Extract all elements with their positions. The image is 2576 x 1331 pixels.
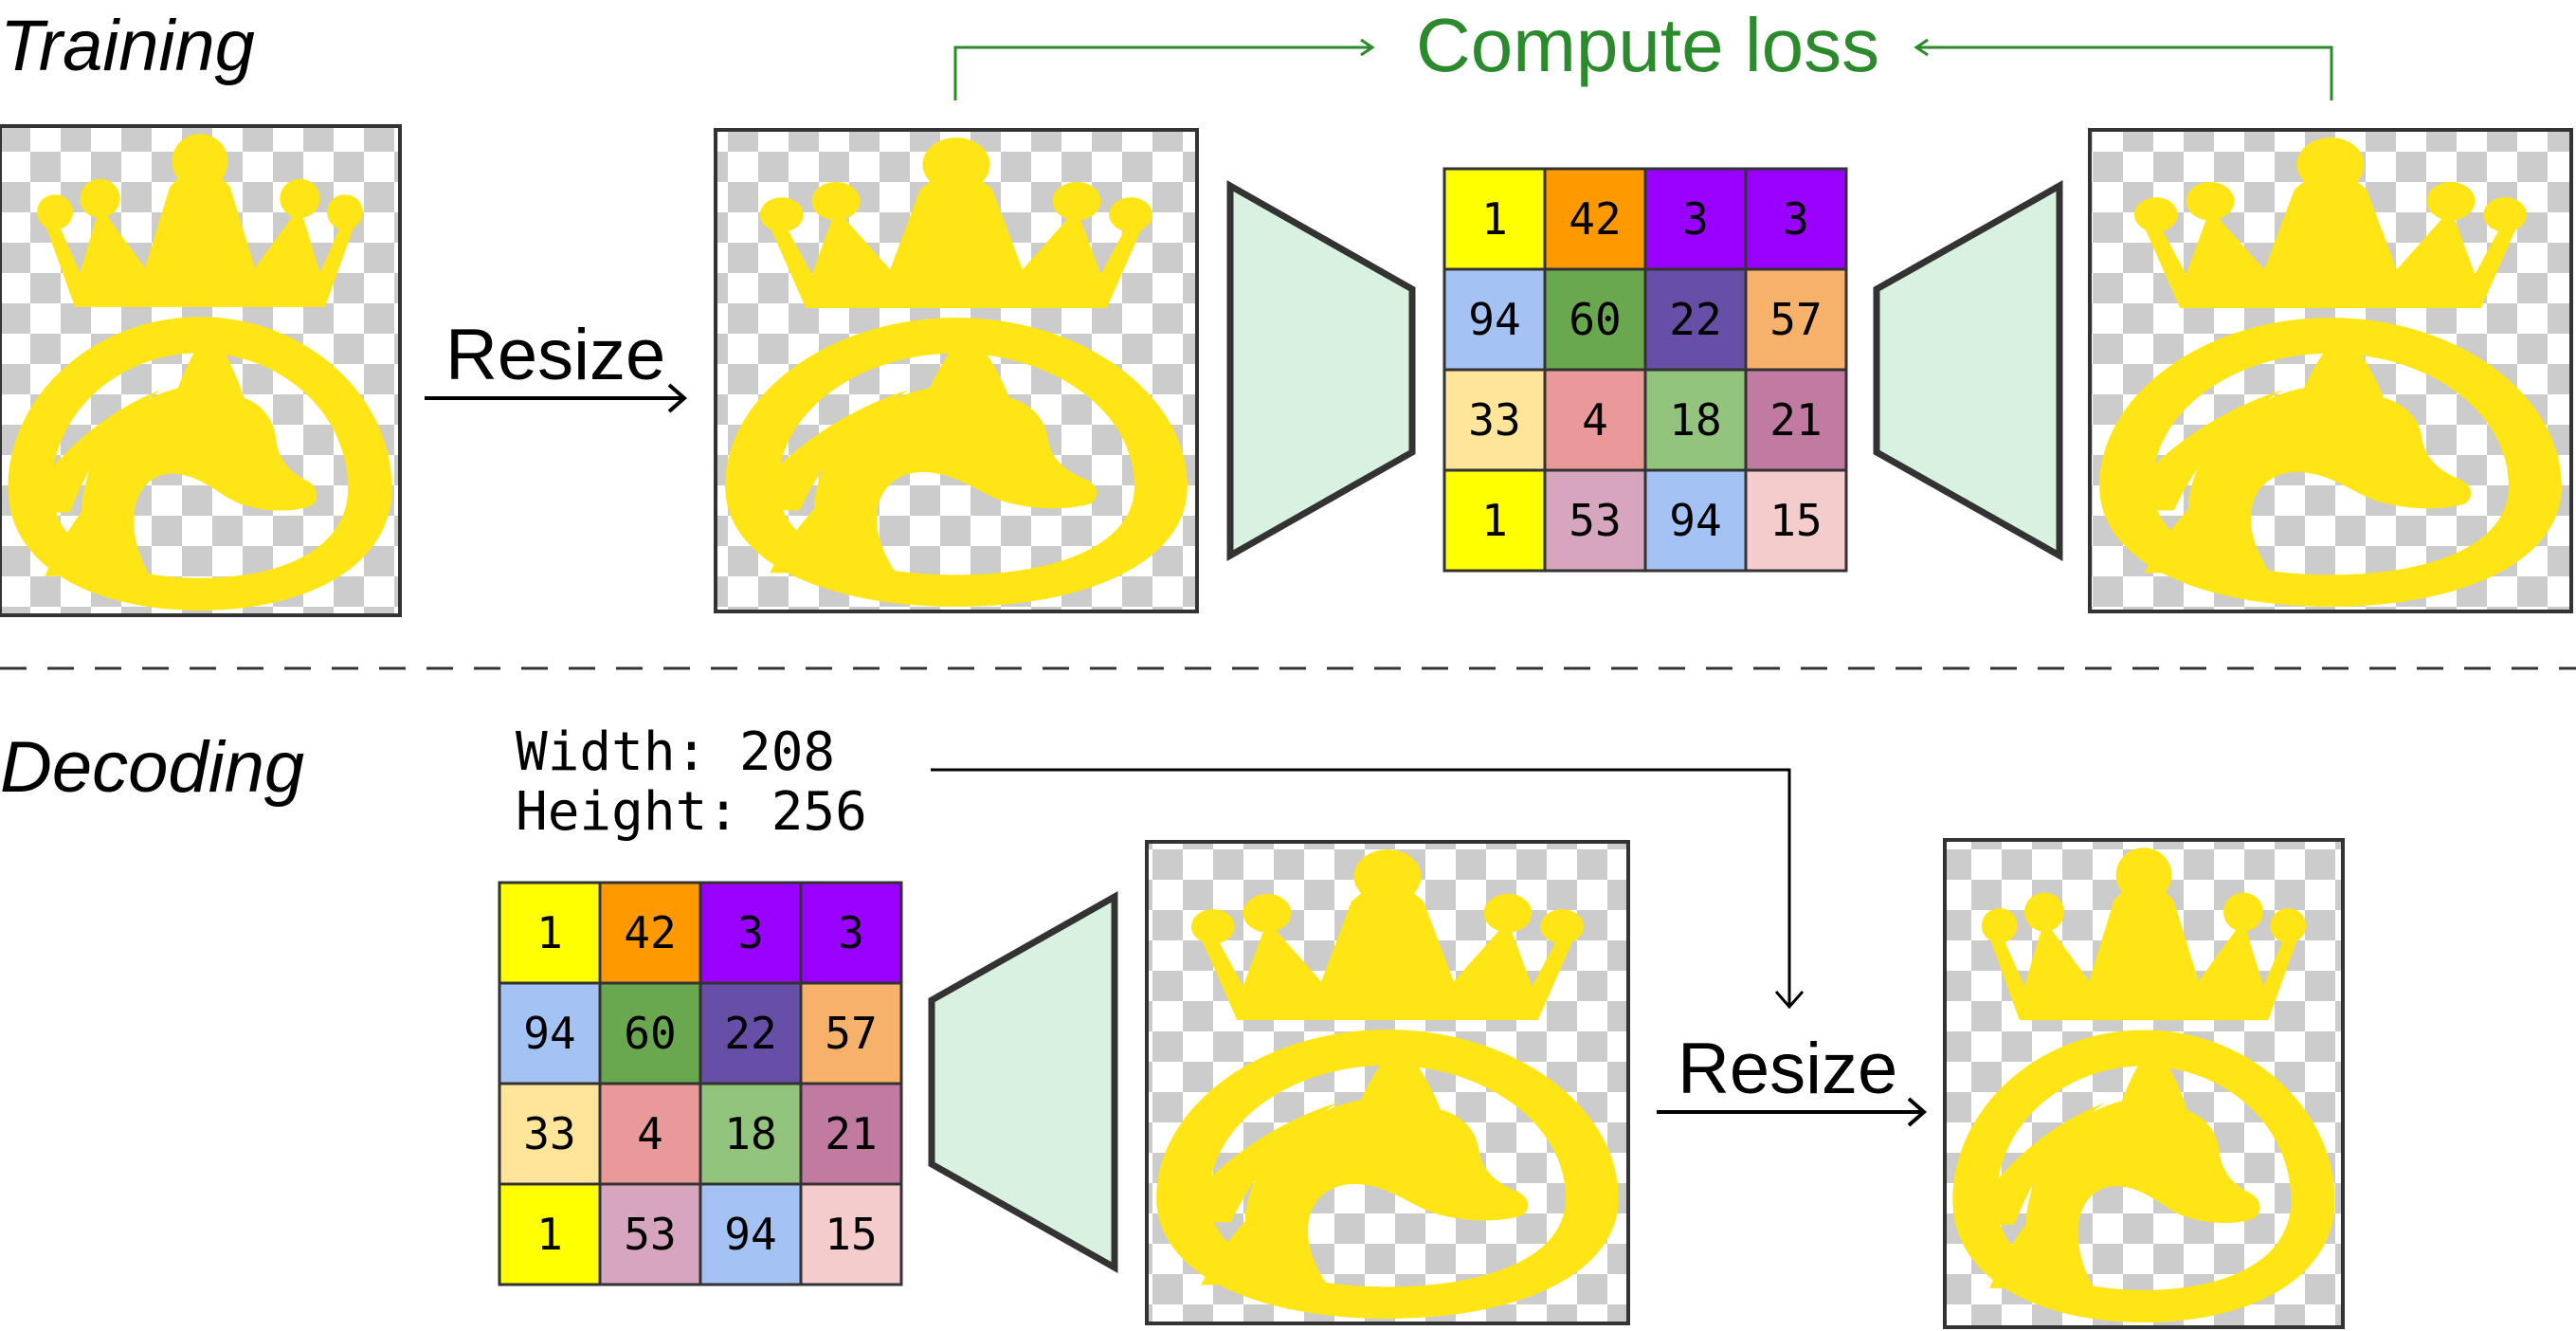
training-token-cell <box>1442 267 1547 372</box>
decoding-token-cell <box>498 881 602 985</box>
decoding-token-cell-value: 60 <box>624 1008 676 1059</box>
training-token-cell-value: 3 <box>1682 193 1709 245</box>
training-token-cell-value: 18 <box>1669 394 1721 446</box>
decoding-token-cell <box>598 881 702 985</box>
decoding-token-cell-value: 1 <box>536 907 563 958</box>
training-token-cell-value: 4 <box>1582 394 1608 446</box>
training-token-cell-value: 15 <box>1769 495 1822 546</box>
height-readout: Height: 256 <box>516 781 867 843</box>
decoding-resize-arrow <box>1657 1097 1928 1127</box>
decoding-token-cell-value: 94 <box>523 1008 575 1059</box>
decoding-token-cell <box>498 1182 602 1286</box>
decoding-token-cell <box>799 1082 903 1186</box>
training-resize-arrow <box>425 383 688 413</box>
decoding-token-cell-value: 33 <box>523 1108 575 1159</box>
compute-loss-label: Compute loss <box>1416 3 1879 87</box>
training-token-cell <box>1744 167 1848 271</box>
loss-bracket <box>953 38 2333 100</box>
decoder-trapezoid-icon <box>1873 180 2063 561</box>
training-reconstructed-image <box>2088 128 2573 613</box>
decoding-token-cell-value: 21 <box>825 1108 877 1159</box>
training-token-cell-value: 21 <box>1769 394 1822 446</box>
decoding-token-cell-value: 94 <box>724 1209 776 1260</box>
training-token-cell <box>1442 468 1547 573</box>
training-token-cell <box>1442 167 1547 271</box>
training-token-cell-value: 22 <box>1669 294 1721 345</box>
decoding-token-cell <box>698 981 803 1085</box>
decoding-token-cell-value: 1 <box>536 1209 563 1260</box>
decoding-token-cell-value: 42 <box>624 907 676 958</box>
decoding-token-cell-value: 15 <box>825 1209 877 1260</box>
decoding-token-cell <box>598 1182 702 1286</box>
decoding-token-cell <box>598 981 702 1085</box>
training-token-cell-value: 53 <box>1569 495 1621 546</box>
decoded-image <box>1145 840 1630 1325</box>
training-resize-label: Resize <box>445 315 665 395</box>
training-token-cell-value: 57 <box>1769 294 1822 345</box>
decoding-label: Decoding <box>0 727 304 808</box>
decoding-token-cell <box>799 1182 903 1286</box>
training-token-cell-value: 1 <box>1481 193 1508 245</box>
decoding-token-cell <box>799 981 903 1085</box>
training-token-cell <box>1643 468 1748 573</box>
training-token-cell <box>1543 167 1647 271</box>
final-resized-image <box>1943 838 2345 1329</box>
decoding-token-cell <box>598 1082 702 1186</box>
decoding-resize-label: Resize <box>1678 1029 1897 1109</box>
training-token-cell-value: 33 <box>1468 394 1520 446</box>
decoding-token-cell-value: 3 <box>838 907 864 958</box>
size-arrow <box>931 768 1805 1010</box>
decoding-token-cell-value: 18 <box>724 1108 776 1159</box>
training-token-cell <box>1543 368 1647 472</box>
decoder-trapezoid-icon <box>928 891 1118 1273</box>
width-readout: Width: 208 <box>516 721 835 783</box>
decoding-token-cell-value: 57 <box>825 1008 877 1059</box>
decoding-token-cell-value: 4 <box>637 1108 663 1159</box>
training-token-cell-value: 42 <box>1569 193 1621 245</box>
decoding-token-cell-value: 53 <box>624 1209 676 1260</box>
training-label: Training <box>0 6 255 86</box>
training-token-cell-value: 60 <box>1569 294 1621 345</box>
encoder-trapezoid-icon <box>1226 179 1416 562</box>
training-resized-image <box>714 128 1199 613</box>
training-token-cell <box>1744 468 1848 573</box>
decoding-token-cell-value: 3 <box>737 907 764 958</box>
training-token-cell-value: 94 <box>1669 495 1721 546</box>
training-token-cell-value: 3 <box>1783 193 1809 245</box>
training-token-cell-value: 94 <box>1468 294 1520 345</box>
training-input-image <box>0 124 402 617</box>
training-token-cell-value: 1 <box>1481 495 1508 546</box>
decoding-token-cell <box>698 1182 803 1286</box>
decoding-token-cell-value: 22 <box>724 1008 776 1059</box>
